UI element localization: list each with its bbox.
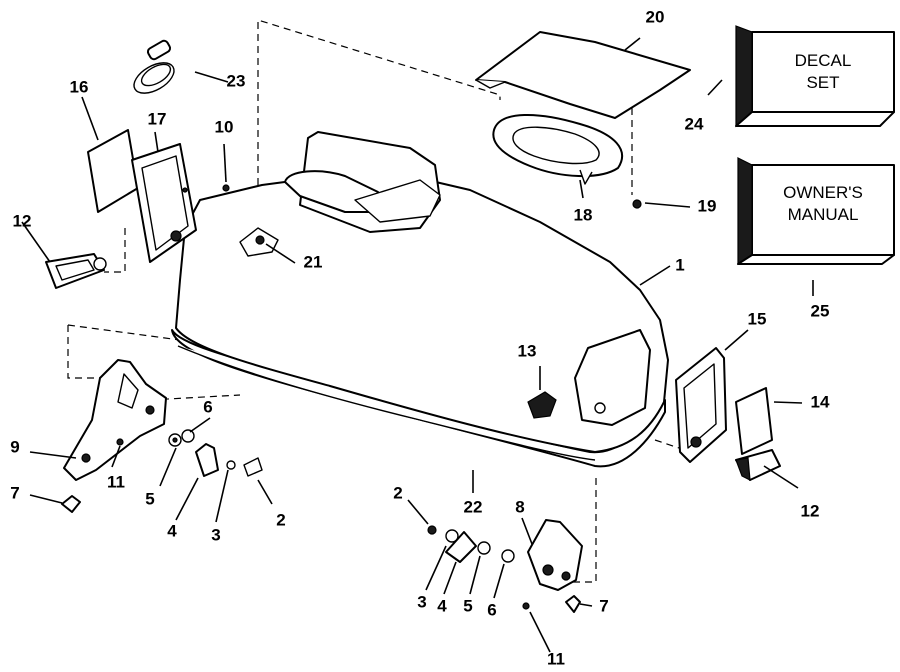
callout-12-left: 12 bbox=[13, 211, 32, 230]
bracket-8 bbox=[527, 519, 583, 591]
top-cover bbox=[475, 31, 691, 119]
wire-harness bbox=[133, 39, 175, 94]
callout-14: 14 bbox=[811, 392, 830, 411]
callout-15: 15 bbox=[748, 309, 767, 328]
bracket-9 bbox=[63, 359, 167, 481]
manual-box-line2: MANUAL bbox=[788, 205, 859, 224]
callout-22: 22 bbox=[464, 497, 483, 516]
callout-8: 8 bbox=[515, 497, 524, 516]
owners-manual-box: OWNER'S MANUAL bbox=[737, 157, 895, 266]
callout-2-right: 2 bbox=[393, 483, 402, 502]
callout-6-right: 6 bbox=[487, 600, 496, 619]
callout-5-left: 5 bbox=[145, 489, 154, 508]
gasket-16 bbox=[87, 129, 139, 213]
callout-25: 25 bbox=[811, 301, 830, 320]
callout-11-left: 11 bbox=[107, 472, 125, 491]
decal-box-line1: DECAL bbox=[795, 51, 852, 70]
decal-set-box: DECAL SET bbox=[735, 25, 895, 128]
callout-3-left: 3 bbox=[211, 525, 220, 544]
callout-4-right: 4 bbox=[437, 596, 447, 615]
leader-lines bbox=[21, 37, 814, 653]
callout-5-right: 5 bbox=[463, 596, 472, 615]
engine-cover bbox=[171, 131, 669, 468]
callout-9: 9 bbox=[10, 437, 19, 456]
manual-box-line1: OWNER'S bbox=[783, 183, 863, 202]
callout-4-left: 4 bbox=[167, 521, 177, 540]
callout-10: 10 bbox=[215, 117, 234, 136]
callout-2-left: 2 bbox=[276, 510, 285, 529]
assembly-guide-lines bbox=[67, 19, 701, 583]
callout-11-right: 11 bbox=[547, 649, 565, 668]
handle-grip-right bbox=[735, 449, 781, 482]
callout-7-left: 7 bbox=[10, 483, 19, 502]
callout-7-right: 7 bbox=[599, 596, 608, 615]
handle-frame-15 bbox=[675, 347, 727, 463]
intake-grille bbox=[492, 113, 624, 185]
callout-17: 17 bbox=[148, 109, 167, 128]
callout-21: 21 bbox=[304, 252, 323, 271]
callout-20: 20 bbox=[646, 7, 665, 26]
callout-13: 13 bbox=[518, 341, 537, 360]
callout-numbers: 1 20 23 16 17 10 12 21 24 18 19 25 13 15… bbox=[10, 7, 830, 668]
handle-frame-17 bbox=[131, 143, 197, 263]
hardware-right bbox=[427, 525, 581, 613]
callout-24: 24 bbox=[685, 114, 704, 133]
callout-1: 1 bbox=[675, 255, 684, 274]
callout-12-right: 12 bbox=[801, 501, 820, 520]
screw-10 bbox=[222, 184, 230, 192]
decal-box-line2: SET bbox=[806, 73, 839, 92]
callout-23: 23 bbox=[227, 71, 246, 90]
callout-19: 19 bbox=[698, 196, 717, 215]
hardware-left bbox=[61, 429, 263, 513]
screw-19 bbox=[632, 199, 642, 209]
gasket-14 bbox=[735, 387, 773, 455]
callout-18: 18 bbox=[574, 205, 593, 224]
callout-3-right: 3 bbox=[417, 592, 426, 611]
handle-grip-left bbox=[45, 253, 107, 289]
callout-16: 16 bbox=[70, 77, 89, 96]
callout-6-left: 6 bbox=[203, 397, 212, 416]
